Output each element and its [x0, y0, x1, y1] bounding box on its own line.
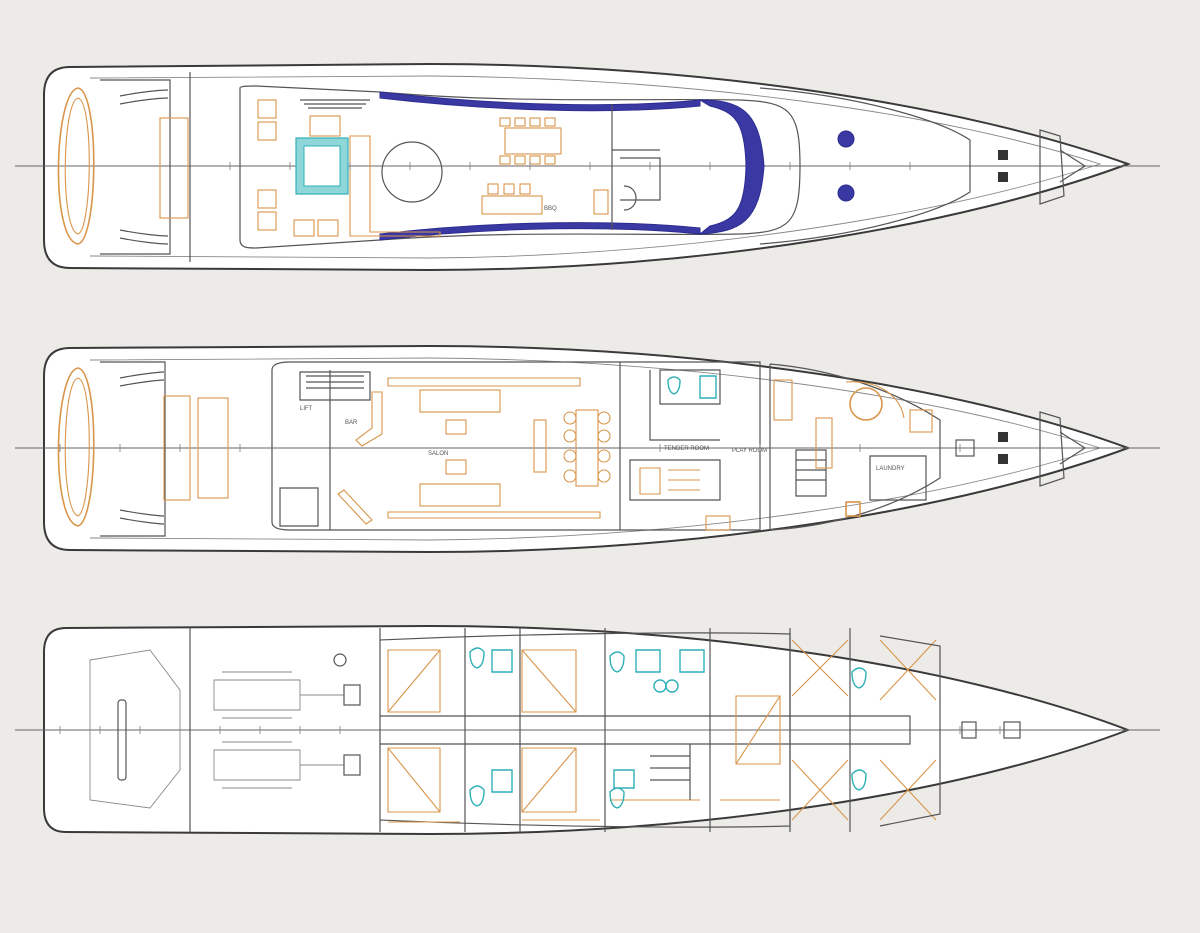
bbq-label: BBQ [544, 206, 557, 212]
sun-deck-hull [43, 62, 1131, 272]
main-deck-hull [43, 344, 1131, 554]
salon-label: SALON [428, 451, 448, 457]
lower-deck-crew-cabins [791, 635, 941, 827]
sun-deck-dining-table [504, 127, 562, 155]
main-deck-bar-counter [355, 391, 383, 447]
lift-label: LIFT [300, 406, 313, 412]
sun-deck-bow-light-port [837, 130, 855, 148]
main-deck-salon-sofa-port [419, 389, 501, 413]
sun-deck-round-table [381, 141, 443, 203]
lower-deck-plan [15, 624, 1160, 836]
bar-label: BAR [345, 420, 358, 426]
sun-deck-aft-sofa [159, 117, 189, 219]
sun-deck-sun-pads [309, 115, 341, 137]
main-deck-round-seat [849, 387, 883, 421]
main-deck-aft-sofa [163, 395, 191, 501]
main-deck-dining-table [575, 409, 599, 487]
lower-deck-guest-cabins [387, 649, 781, 823]
main-deck-tender [57, 367, 95, 527]
main-deck-plan: LIFT BAR SALON TENDER ROOM PLAY ROOM LAU… [15, 344, 1160, 554]
sun-deck-tender [57, 87, 95, 245]
play-room-label: PLAY ROOM [732, 448, 767, 454]
main-deck-sideboard [533, 419, 547, 473]
sun-deck-plan: BBQ [15, 62, 1160, 272]
sun-deck-bbq-counter [481, 195, 543, 215]
main-deck-salon-sofa-starboard [419, 483, 501, 507]
main-deck-aft-table [197, 397, 229, 499]
laundry-label: LAUNDRY [876, 466, 905, 472]
lower-deck-bathrooms [469, 647, 867, 809]
tender-room-label: TENDER ROOM [664, 446, 709, 452]
lower-deck-engines [213, 653, 361, 789]
sun-deck-bow-light-starboard [837, 184, 855, 202]
lower-deck-rudder [117, 699, 127, 781]
